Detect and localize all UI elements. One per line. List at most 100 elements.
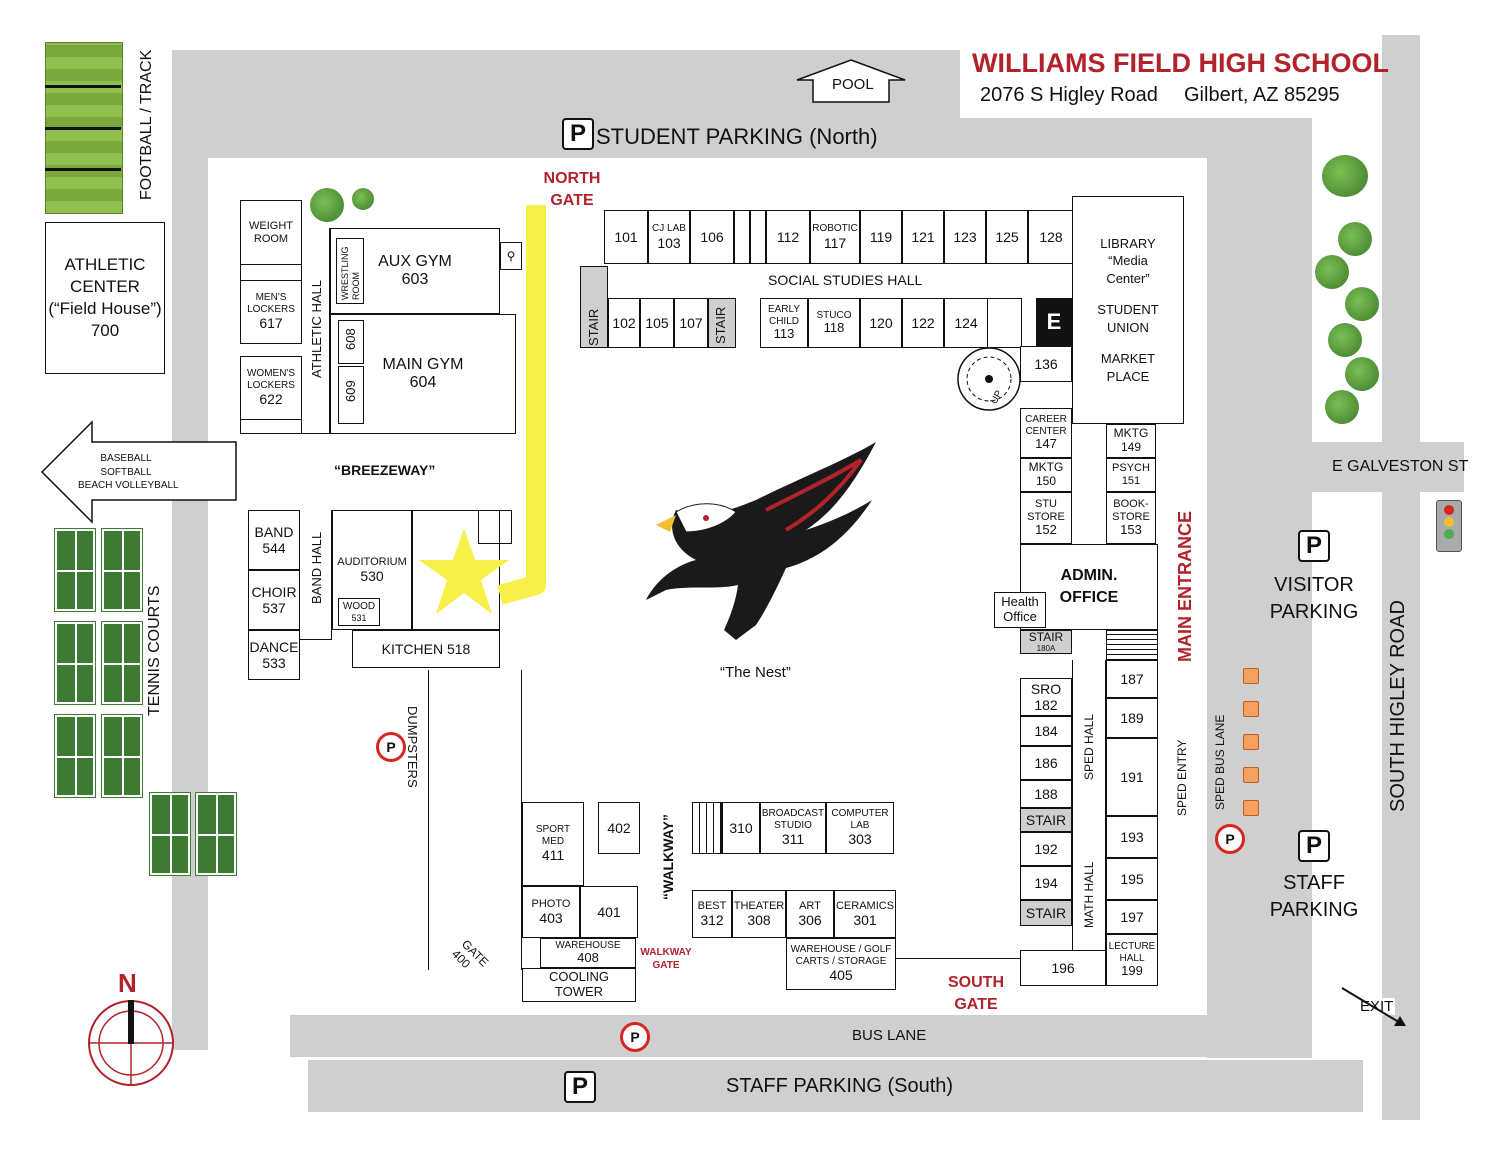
football-track-label: FOOTBALL / TRACK — [138, 49, 155, 200]
wrestling-room[interactable] — [336, 238, 364, 304]
room-609[interactable] — [338, 366, 364, 424]
breezeway-label: “BREEZEWAY” — [334, 462, 436, 478]
room-191[interactable]: 191 — [1106, 738, 1158, 816]
no-parking-icon: P — [376, 732, 406, 762]
traffic-light-icon — [1436, 500, 1462, 552]
room-125[interactable]: 125 — [986, 210, 1028, 264]
room-119[interactable]: 119 — [860, 210, 902, 264]
tree-icon — [1322, 155, 1368, 197]
cone-icon — [1243, 701, 1259, 717]
parking-icon-south: P — [564, 1071, 596, 1103]
room-186[interactable]: 186 — [1020, 746, 1072, 780]
room-189[interactable]: 189 — [1106, 698, 1158, 738]
school-name: WILLIAMS FIELD HIGH SCHOOL — [972, 48, 1389, 78]
tennis-court — [55, 622, 95, 704]
room-401[interactable]: 401 — [580, 886, 638, 938]
stair[interactable]: STAIR — [1020, 808, 1072, 832]
tree-icon — [352, 188, 374, 210]
stair[interactable] — [580, 266, 608, 348]
no-parking-icon: P — [1215, 824, 1245, 854]
higley-road-label: SOUTH HIGLEY ROAD — [1387, 600, 1409, 812]
room-105[interactable]: 105 — [640, 298, 674, 348]
room-122[interactable]: 122 — [902, 298, 944, 348]
room-124[interactable]: 124 — [944, 298, 988, 348]
room-121[interactable]: 121 — [902, 210, 944, 264]
higley-road — [1382, 35, 1420, 1120]
tennis-court — [55, 529, 95, 611]
room-120[interactable]: 120 — [860, 298, 902, 348]
room-197[interactable]: 197 — [1106, 900, 1158, 934]
bus-lane-road — [290, 1015, 1312, 1057]
kitchen-518[interactable]: KITCHEN 518 — [352, 630, 500, 668]
bus-lane-label: BUS LANE — [852, 1027, 927, 1044]
room-194[interactable]: 194 — [1020, 866, 1072, 900]
star-icon — [419, 528, 509, 614]
room-187[interactable]: 187 — [1106, 660, 1158, 698]
band-hall-label: BAND HALL — [309, 531, 324, 604]
room-195[interactable]: 195 — [1106, 858, 1158, 900]
room-196[interactable]: 196 — [1020, 950, 1106, 986]
stair[interactable]: STAIR — [1020, 900, 1072, 926]
south-lot — [308, 1060, 1363, 1112]
room-107[interactable]: 107 — [674, 298, 708, 348]
tree-icon — [1315, 255, 1349, 289]
room-112[interactable]: 112 — [766, 210, 810, 264]
room-188[interactable]: 188 — [1020, 780, 1072, 808]
elevator[interactable]: E — [1036, 298, 1072, 346]
room-123[interactable]: 123 — [944, 210, 986, 264]
room-101[interactable]: 101 — [604, 210, 648, 264]
tree-icon — [1325, 390, 1359, 424]
social-studies-hall-label: SOCIAL STUDIES HALL — [768, 272, 923, 288]
compass-icon — [88, 1000, 174, 1086]
west-road — [172, 50, 208, 1050]
room-402[interactable]: 402 — [598, 802, 640, 854]
room-310[interactable]: 310 — [722, 802, 760, 854]
room-128[interactable]: 128 — [1028, 210, 1074, 264]
room-184[interactable]: 184 — [1020, 716, 1072, 746]
room-136[interactable]: 136 — [1020, 346, 1072, 382]
room-193[interactable]: 193 — [1106, 816, 1158, 858]
room-608[interactable] — [338, 320, 364, 364]
room-102[interactable]: 102 — [608, 298, 640, 348]
room-192[interactable]: 192 — [1020, 832, 1072, 866]
room-106[interactable]: 106 — [690, 210, 734, 264]
stair[interactable] — [708, 298, 736, 348]
sped-math-hall — [1072, 660, 1106, 950]
